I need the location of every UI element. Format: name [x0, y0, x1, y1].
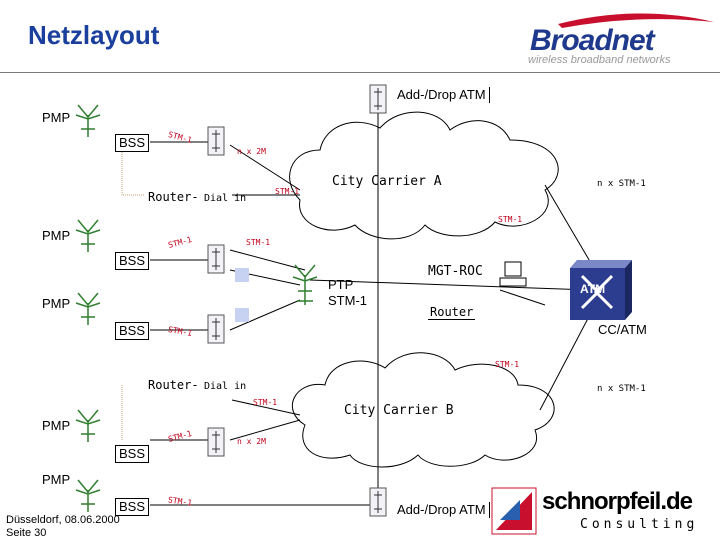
mux-box-1: [235, 268, 249, 282]
page-title: Netzlayout: [28, 20, 160, 50]
footer-page: Seite 30: [6, 527, 47, 539]
atm-switch-icon: [570, 260, 632, 320]
mgt-roc-label: MGT-ROC: [428, 264, 483, 279]
pmp-label-2: PMP: [42, 228, 71, 243]
header-divider: [0, 72, 720, 73]
ptp-label: PTP: [328, 277, 354, 292]
partner-sub: Consulting: [580, 517, 699, 532]
pmp-label-1: PMP: [42, 110, 71, 125]
link-stm1-7: STM-1: [495, 360, 520, 369]
terminal-icon: [499, 261, 527, 287]
city-carrier-b-label: City Carrier B: [344, 403, 454, 418]
link-stm1-5: STM-1: [246, 238, 271, 247]
atm-label: ATM: [580, 282, 606, 296]
link-n2m-2: n x 2M: [237, 437, 266, 446]
schnorpfeil-logo-icon: [491, 487, 537, 535]
pmp-label-3: PMP: [42, 296, 71, 311]
router-top-label: Router-: [148, 190, 199, 204]
link-n2m-1: n x 2M: [237, 147, 266, 156]
cc-atm-label: CC/ATM: [598, 322, 647, 337]
pmp-label-5: PMP: [42, 472, 71, 487]
link-nstm1-1: n x STM-1: [597, 179, 646, 189]
bss-label-3: BSS: [115, 322, 150, 340]
broadnet-logo: Broadnet wireless broadband networks: [528, 10, 718, 70]
mux-box-2: [235, 308, 249, 322]
link-stm1-3: STM-1: [498, 215, 523, 224]
bss-label-2: BSS: [115, 252, 150, 270]
antenna-icons: [75, 104, 318, 512]
link-stm1-2: STM-1: [275, 187, 300, 196]
router-bottom-label: Router-: [148, 378, 199, 392]
brand-name: Broadnet: [530, 24, 655, 57]
broadnet-swoosh-icon: [558, 13, 714, 28]
city-carrier-a-label: City Carrier A: [332, 174, 442, 189]
city-carrier-b-cloud: [292, 352, 555, 468]
city-carrier-a-cloud: [289, 111, 559, 240]
ptp-stm-label: STM-1: [328, 293, 367, 308]
bss-label-4: BSS: [115, 445, 150, 463]
router-mid-label: Router: [428, 305, 476, 320]
add-drop-bottom-label: Add-/Drop ATM: [394, 502, 490, 518]
bss-label-1: BSS: [115, 134, 150, 152]
bss-label-5: BSS: [115, 498, 150, 516]
link-nstm1-2: n x STM-1: [597, 384, 646, 394]
brand-tagline: wireless broadband networks: [528, 54, 671, 66]
partner-name: schnorpfeil.de: [542, 488, 693, 515]
pmp-label-4: PMP: [42, 418, 71, 433]
dial-in-bottom-label: Dial in: [204, 381, 247, 392]
dial-in-top-label: Dial in: [204, 193, 247, 204]
link-stm1-8: STM-1: [253, 398, 278, 407]
footer-date: Düsseldorf, 08.06.2000: [6, 514, 120, 526]
add-drop-top-label: Add-/Drop ATM: [394, 87, 490, 103]
